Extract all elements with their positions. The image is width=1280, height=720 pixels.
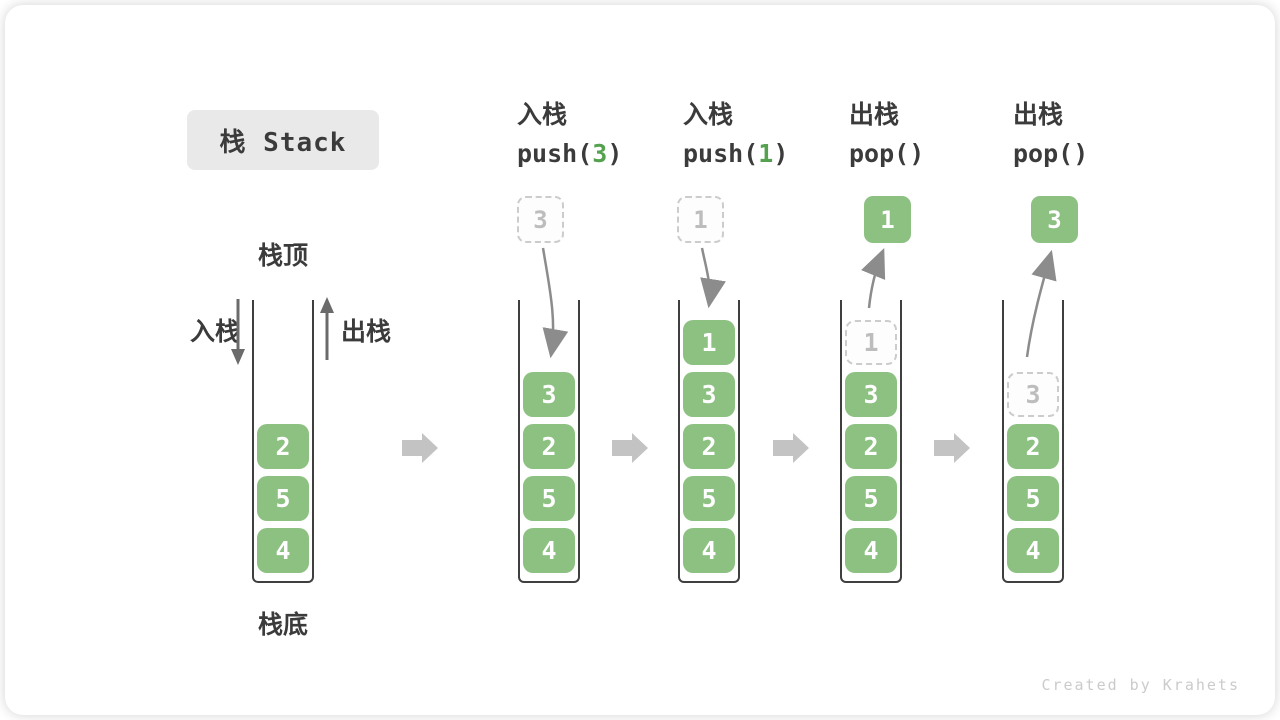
code-suffix: ) <box>773 139 789 168</box>
stack-item: 2 <box>523 424 575 469</box>
stack-item: 5 <box>845 476 897 521</box>
stack-top-label: 栈顶 <box>258 241 309 270</box>
diagram-title-box: 栈 Stack <box>187 110 379 170</box>
stack-item: 4 <box>845 528 897 573</box>
floating-popped-value: 1 <box>864 196 911 243</box>
code-arg: 3 <box>592 139 608 168</box>
op-heading-push-1: 入栈 push(1) <box>683 101 788 168</box>
floating-popped-value: 3 <box>1031 196 1078 243</box>
stack-item: 2 <box>257 424 309 469</box>
op-code: pop() <box>1013 140 1088 168</box>
stack-item: 5 <box>257 476 309 521</box>
op-label: 出栈 <box>1013 100 1064 129</box>
pop-side-label: 出栈 <box>341 317 392 346</box>
code-prefix: push( <box>517 139 593 168</box>
stack-item: 5 <box>1007 476 1059 521</box>
stack-item: 2 <box>845 424 897 469</box>
code-suffix: ) <box>1073 139 1089 168</box>
op-heading-pop-1: 出栈 pop() <box>849 101 924 168</box>
stack-item: 3 <box>845 372 897 417</box>
code-suffix: ) <box>607 139 623 168</box>
stack-item-ghost: 1 <box>845 320 897 365</box>
stack-item: 1 <box>683 320 735 365</box>
stack-item-ghost: 3 <box>1007 372 1059 417</box>
op-label: 入栈 <box>683 100 734 129</box>
next-state-arrow <box>773 433 809 463</box>
op-label: 入栈 <box>517 100 568 129</box>
code-prefix: pop( <box>1013 139 1074 168</box>
op-heading-push-3: 入栈 push(3) <box>517 101 622 168</box>
stack-item: 3 <box>683 372 735 417</box>
floating-push-value: 3 <box>517 196 564 243</box>
stack-item: 4 <box>1007 528 1059 573</box>
push-side-label: 入栈 <box>190 317 241 346</box>
watermark: Created by Krahets <box>1041 676 1240 694</box>
next-state-arrow <box>402 433 438 463</box>
pop-direction-arrow <box>320 297 334 360</box>
floating-push-value: 1 <box>677 196 724 243</box>
stack-item: 3 <box>523 372 575 417</box>
next-state-arrow <box>934 433 970 463</box>
op-heading-pop-3: 出栈 pop() <box>1013 101 1088 168</box>
op-code: pop() <box>849 140 924 168</box>
code-prefix: push( <box>683 139 759 168</box>
stack-item: 2 <box>1007 424 1059 469</box>
op-label: 出栈 <box>849 100 900 129</box>
code-arg: 1 <box>758 139 774 168</box>
code-prefix: pop( <box>849 139 910 168</box>
stack-item: 5 <box>523 476 575 521</box>
diagram-title: 栈 Stack <box>219 127 347 158</box>
stack-item: 5 <box>683 476 735 521</box>
op-code: push(3) <box>517 140 622 168</box>
stack-item: 4 <box>683 528 735 573</box>
next-state-arrow <box>612 433 648 463</box>
op-code: push(1) <box>683 140 788 168</box>
push-arrow-1 <box>700 247 726 309</box>
code-suffix: ) <box>909 139 925 168</box>
stack-item: 2 <box>683 424 735 469</box>
stack-item: 4 <box>523 528 575 573</box>
stack-item: 4 <box>257 528 309 573</box>
stack-bottom-label: 栈底 <box>258 610 309 639</box>
